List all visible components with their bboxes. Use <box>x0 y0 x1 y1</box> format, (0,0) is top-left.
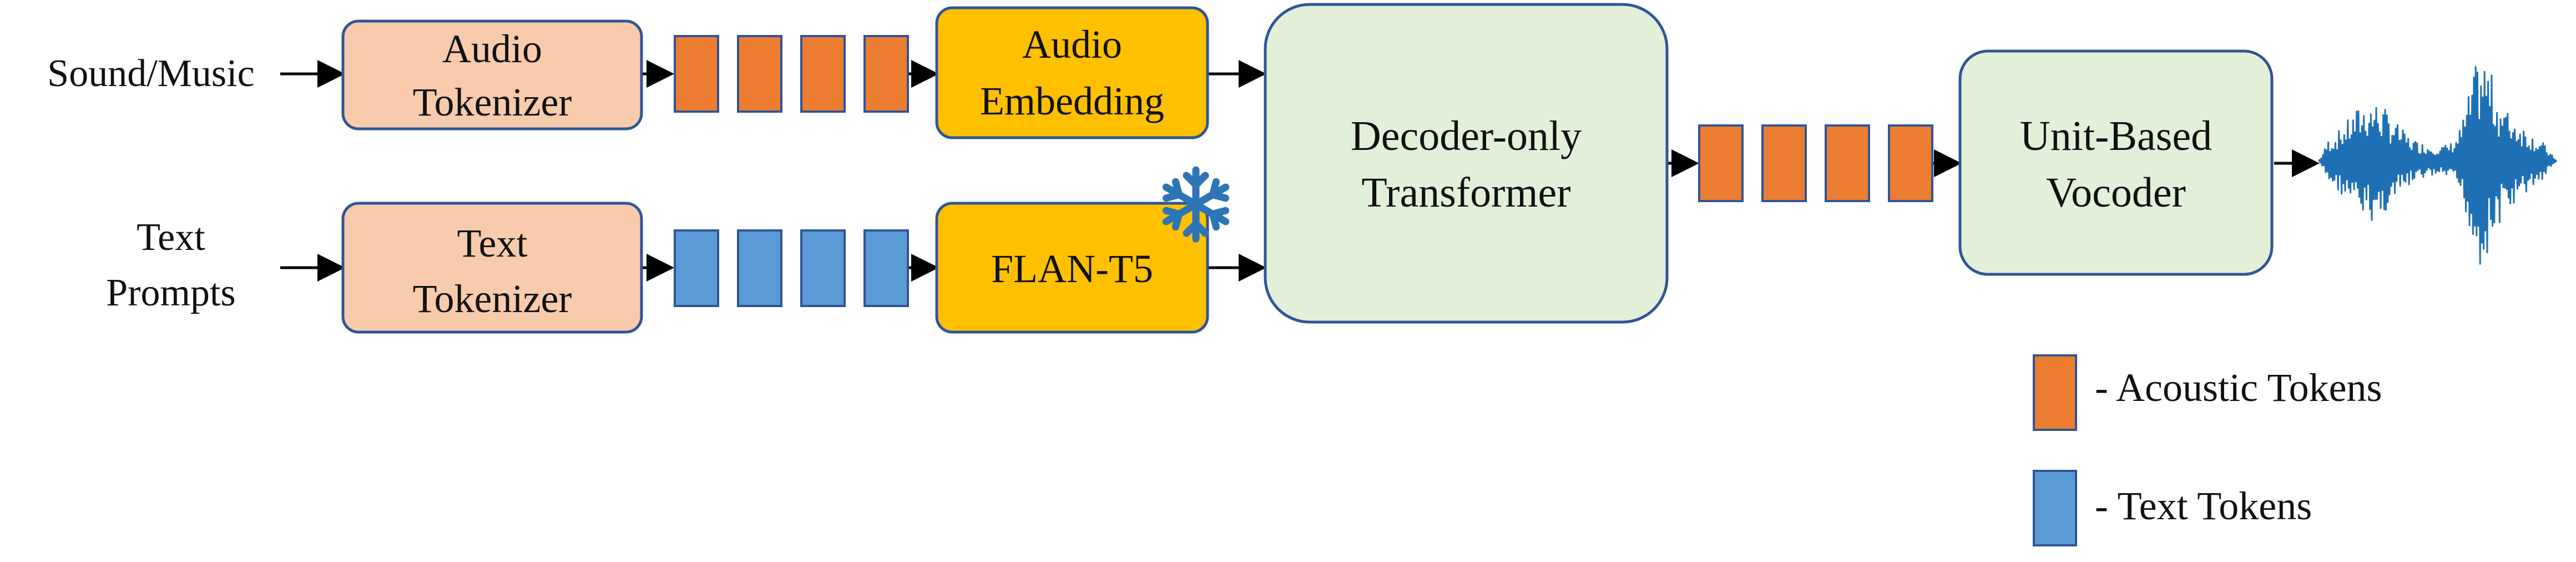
acoustic-token <box>1761 124 1807 202</box>
vocoder-label-line2: Vocoder <box>2046 169 2186 216</box>
audio-tokenizer-block <box>341 19 643 131</box>
legend: - Acoustic Tokens - Text Tokens <box>2033 354 2382 546</box>
text-tokenizer-label-line1: Text <box>457 221 528 265</box>
waveform-icon <box>2317 66 2558 265</box>
text-token <box>863 229 909 307</box>
input-label-sound: Sound/Music <box>47 52 254 95</box>
legend-acoustic-swatch <box>2033 354 2077 431</box>
decoder-transformer-block <box>1264 3 1669 324</box>
legend-text-swatch <box>2033 470 2077 546</box>
vocoder-block <box>1958 49 2274 276</box>
legend-text-label: - Text Tokens <box>2095 484 2312 528</box>
flan-t5-block <box>935 202 1209 334</box>
decoder-label-line2: Transformer <box>1361 169 1570 216</box>
input-label-text-line1: Text <box>137 216 205 259</box>
audio-tokenizer-label-line1: Audio <box>442 27 542 71</box>
text-token <box>800 229 846 307</box>
legend-acoustic-label: - Acoustic Tokens <box>2095 365 2382 410</box>
acoustic-token <box>1825 124 1870 202</box>
text-token <box>737 229 782 307</box>
acoustic-token-row-output <box>1698 124 1933 202</box>
text-tokenizer-block <box>341 202 643 334</box>
connector-arrows <box>280 60 2320 282</box>
flan-t5-label: FLAN-T5 <box>991 247 1153 291</box>
acoustic-token-row-input <box>674 35 909 113</box>
audio-tokenizer-label-line2: Tokenizer <box>413 80 572 124</box>
text-tokenizer-label-line2: Tokenizer <box>413 277 572 321</box>
text-token-row <box>674 229 909 307</box>
snowflake-icon <box>1162 166 1230 243</box>
audio-embedding-block <box>935 6 1209 139</box>
audio-embedding-label-line1: Audio <box>1022 22 1122 67</box>
vocoder-label-line1: Unit-Based <box>2020 113 2212 159</box>
acoustic-token <box>674 35 719 113</box>
acoustic-token <box>737 35 782 113</box>
acoustic-token <box>1888 124 1933 202</box>
acoustic-token <box>800 35 846 113</box>
decoder-label-line1: Decoder-only <box>1351 113 1582 159</box>
text-token <box>674 229 719 307</box>
input-label-text-line2: Prompts <box>106 272 235 314</box>
acoustic-token <box>863 35 909 113</box>
audio-embedding-label-line2: Embedding <box>980 79 1164 123</box>
acoustic-token <box>1698 124 1744 202</box>
